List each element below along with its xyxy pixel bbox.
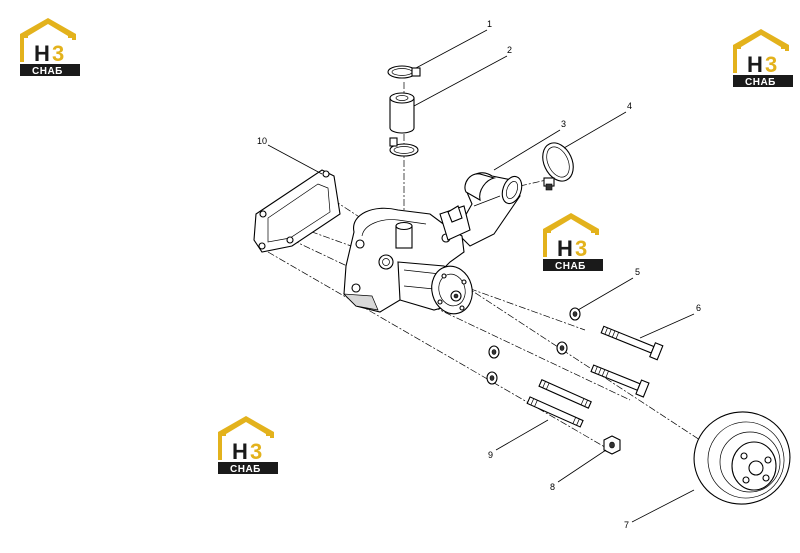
watermark-logo-top-right: H 3 СНАБ <box>733 29 793 88</box>
watermark-logo-bottom-left: H 3 СНАБ <box>218 416 278 475</box>
svg-text:H: H <box>747 52 763 77</box>
callout-6: 6 <box>696 303 701 313</box>
callout-7: 7 <box>624 520 629 530</box>
callout-5: 5 <box>635 267 640 277</box>
svg-text:H: H <box>232 439 248 464</box>
svg-text:3: 3 <box>765 52 777 77</box>
gasket <box>253 169 341 253</box>
pulley <box>693 411 791 505</box>
svg-text:СНАБ: СНАБ <box>555 261 586 272</box>
watermark-logo-center: H 3 СНАБ <box>543 213 603 272</box>
callout-9: 9 <box>488 450 493 460</box>
svg-text:3: 3 <box>52 41 64 66</box>
svg-text:3: 3 <box>250 439 262 464</box>
svg-text:H: H <box>34 41 50 66</box>
watermark-logo-top-left: H 3 СНАБ <box>20 18 80 77</box>
callout-4: 4 <box>627 101 632 111</box>
water-pump-body <box>343 205 473 315</box>
svg-text:СНАБ: СНАБ <box>32 66 63 77</box>
bypass-hose <box>389 92 415 134</box>
bolts <box>590 325 664 398</box>
callout-3: 3 <box>561 119 566 129</box>
outlet-elbow <box>455 172 523 247</box>
callout-2: 2 <box>507 45 512 55</box>
svg-text:СНАБ: СНАБ <box>745 77 776 88</box>
nut <box>603 435 621 455</box>
leader-lines <box>267 29 695 523</box>
assembly-axis-lines <box>261 82 701 451</box>
callout-1: 1 <box>487 19 492 29</box>
studs <box>526 379 592 428</box>
svg-text:3: 3 <box>575 236 587 261</box>
hose-clamp-large <box>542 142 574 191</box>
hose-clamp-upper <box>387 65 421 79</box>
svg-text:H: H <box>557 236 573 261</box>
callout-8: 8 <box>550 482 555 492</box>
callout-10: 10 <box>257 136 267 146</box>
callout-labels: 1 2 3 4 5 6 7 8 9 10 <box>257 19 701 530</box>
hose-clamp-lower <box>389 137 419 157</box>
washers <box>486 307 581 385</box>
svg-text:СНАБ: СНАБ <box>230 464 261 475</box>
